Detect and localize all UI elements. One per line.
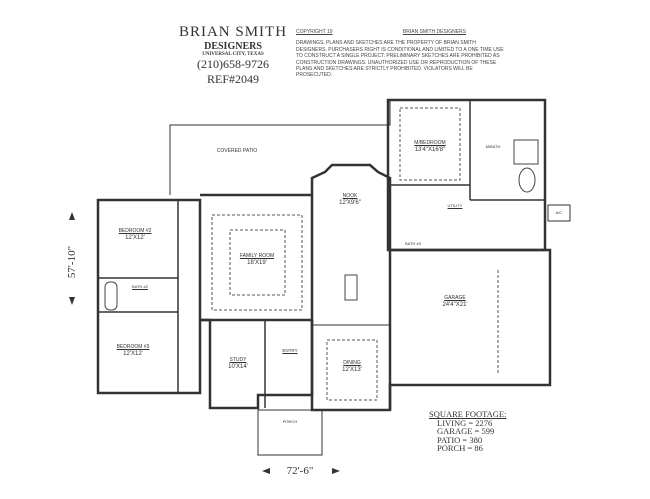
room-name: COVERED PATIO — [216, 148, 258, 154]
square-footage-table: SQUARE FOOTAGE: LIVING = 2276 GARAGE = 5… — [429, 410, 506, 453]
room-name: NOOK — [342, 193, 358, 199]
arrow-left-icon — [262, 468, 270, 474]
room-name: A/C — [555, 210, 563, 215]
bathtub — [104, 281, 118, 311]
sqft-patio: PATIO = 380 — [437, 434, 483, 445]
ac-unit — [547, 204, 571, 222]
room-name: BATH #2 — [132, 284, 148, 289]
family-room-ceiling-outer — [211, 214, 303, 311]
room-master-bath: M/BATH — [478, 143, 508, 150]
room-size: 24'4"X21' — [442, 302, 468, 308]
sqft-garage: GARAGE = 599 — [437, 426, 495, 436]
room-size: 13'4"X16'8" — [414, 147, 446, 153]
room-covered-patio: COVERED PATIO — [212, 148, 262, 155]
room-name: M/BEDROOM — [414, 140, 446, 146]
room-name: FAMILY ROOM — [239, 253, 275, 259]
patio-outline — [169, 100, 391, 195]
company-name: BRIAN SMITH — [178, 24, 288, 40]
room-name: M/BATH — [485, 144, 501, 149]
sqft-living: LIVING = 2276 — [437, 417, 493, 428]
porch-outline — [257, 409, 323, 456]
room-size: 12'X12' — [123, 351, 143, 357]
company-phone: (210)658-9726 — [197, 57, 269, 71]
shower — [513, 139, 539, 165]
plan-ref: REF#2049 — [206, 72, 259, 86]
arrow-right-icon — [332, 468, 340, 474]
room-name: STUDY — [229, 357, 247, 363]
room-name: ENTRY — [282, 348, 298, 353]
bedroom-wing-wall — [96, 198, 202, 395]
room-name: PORCH — [282, 419, 298, 424]
room-bath2: BATH #2 — [125, 283, 155, 290]
room-name: GARAGE — [444, 295, 466, 301]
room-name: UTILITY — [447, 203, 463, 208]
arrow-up-icon — [69, 212, 75, 220]
garage-wall — [388, 248, 552, 410]
dining-wall — [310, 250, 392, 412]
copyright-text: DRAWINGS, PLANS AND SKETCHES ARE THE PRO… — [296, 40, 504, 79]
room-size: 12'X13' — [342, 367, 362, 373]
room-size: 10'X14' — [228, 364, 248, 370]
depth-dimension: 57'-10" — [66, 246, 78, 278]
company-location: UNIVERSAL CITY, TEXAS — [202, 52, 264, 57]
room-size: 18'X19' — [247, 260, 267, 266]
dining-ceiling — [326, 339, 378, 401]
master-ceiling — [399, 107, 461, 181]
master-tub — [518, 167, 536, 193]
family-room-wall — [200, 193, 314, 322]
width-dimension: 72'-6" — [287, 465, 314, 477]
square-footage-heading: SQUARE FOOTAGE: — [429, 409, 507, 419]
room-name: BATH #3 — [405, 241, 421, 246]
room-name: DINING — [343, 360, 361, 366]
kitchen-island — [344, 274, 358, 301]
room-size: 12'X12' — [125, 235, 145, 241]
designer-title-block: BRIAN SMITH DESIGNERS UNIVERSAL CITY, TE… — [178, 24, 288, 87]
master-suite-wall — [386, 98, 547, 252]
room-porch: PORCH — [275, 418, 305, 425]
arrow-down-icon — [69, 297, 75, 305]
copyright-year: COPYRIGHT 19 — [296, 29, 333, 35]
room-name: BEDROOM #3 — [116, 344, 150, 350]
family-room-ceiling-inner — [229, 229, 286, 296]
room-entry: ENTRY — [275, 347, 305, 354]
copyright-owner: BRIAN SMITH DESIGNERS — [402, 29, 466, 35]
room-utility: UTILITY — [440, 202, 470, 209]
room-bath3: BATH #3 — [398, 240, 428, 247]
sqft-porch: PORCH = 86 — [437, 443, 483, 453]
nook-bay-wall — [310, 163, 392, 250]
copyright-notice: COPYRIGHT 19 BRIAN SMITH DESIGNERS DRAWIN… — [296, 29, 506, 79]
room-name: BEDROOM #2 — [118, 228, 152, 234]
ac-label: A/C — [550, 209, 568, 216]
room-size: 12'X9'6" — [339, 200, 361, 206]
company-subtitle: DESIGNERS — [204, 41, 262, 52]
